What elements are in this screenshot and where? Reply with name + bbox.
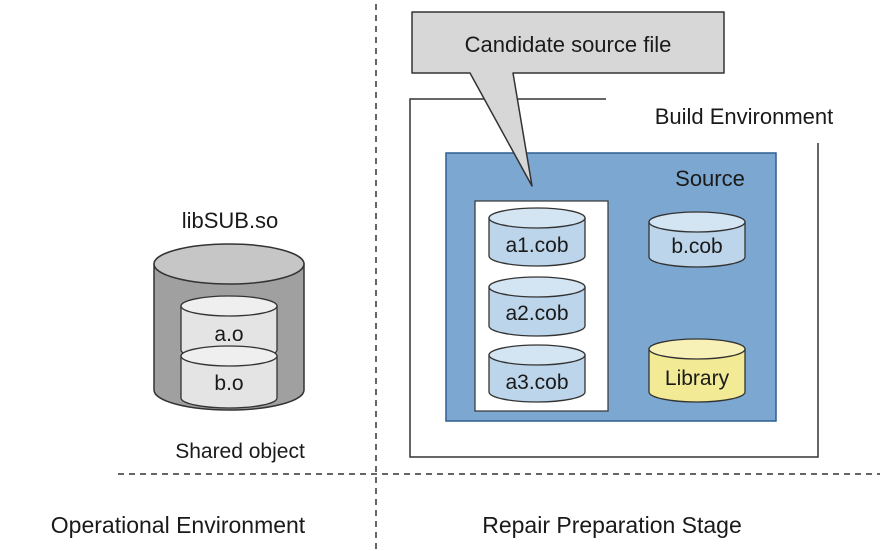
build-environment-label: Build Environment	[655, 104, 834, 129]
candidate-callout-bubble	[411, 11, 725, 187]
candidate-file-a2: a2.cob	[488, 276, 586, 337]
source-label: Source	[675, 166, 745, 191]
candidate-file-a1-label: a1.cob	[505, 234, 568, 257]
shared-object-caption: Shared object	[175, 440, 305, 463]
candidate-callout-text: Candidate source file	[465, 32, 672, 57]
library-cylinder: Library	[648, 338, 746, 403]
object-file-b-label: b.o	[214, 372, 243, 395]
source-file-b: b.cob	[648, 211, 746, 268]
candidate-file-a3: a3.cob	[488, 344, 586, 403]
source-file-b-label: b.cob	[671, 235, 722, 258]
candidate-file-a3-label: a3.cob	[505, 371, 568, 394]
build-environment-frame	[409, 98, 819, 458]
shared-library-name: libSUB.so	[182, 208, 279, 233]
repair-preparation-label: Repair Preparation Stage	[482, 512, 742, 538]
candidate-file-a2-label: a2.cob	[505, 302, 568, 325]
object-file-a-label: a.o	[214, 323, 243, 346]
operational-environment-label: Operational Environment	[51, 512, 306, 538]
object-file-a: a.o	[180, 295, 278, 361]
object-file-b: b.o	[180, 345, 278, 409]
candidate-file-a1: a1.cob	[488, 207, 586, 267]
library-label: Library	[665, 367, 730, 390]
